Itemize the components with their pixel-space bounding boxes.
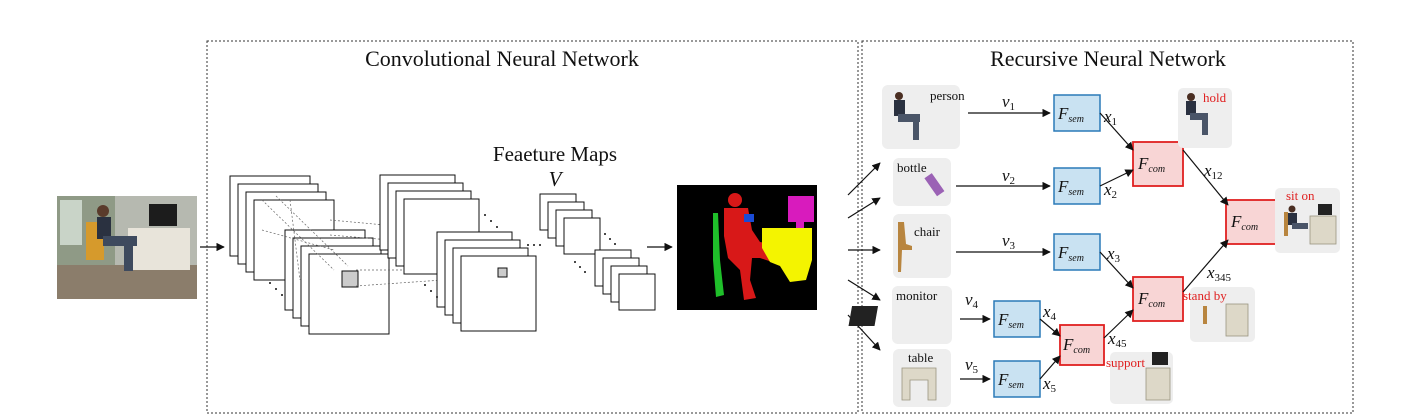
stack-3-dots xyxy=(574,233,616,273)
fsem-box-2: Fsem xyxy=(1053,167,1101,205)
svg-text:Fsem: Fsem xyxy=(1057,104,1084,125)
arrows-to-fsem xyxy=(956,108,1051,384)
relation-stand-by: stand by xyxy=(1183,287,1255,342)
svg-text:Fcom: Fcom xyxy=(1062,335,1090,356)
svg-text:Fsem: Fsem xyxy=(997,370,1024,391)
fsem-box-1: Fsem xyxy=(1053,94,1101,132)
segmentation-map xyxy=(677,185,817,310)
svg-text:Fsem: Fsem xyxy=(1057,177,1084,198)
fsem-box-5: Fsem xyxy=(993,360,1041,398)
stack-2-dots xyxy=(424,214,541,298)
fcom-box-45: Fcom xyxy=(1059,324,1105,366)
fcom-box-root: Fcom xyxy=(1225,199,1277,245)
v3-label: v3 xyxy=(1002,231,1016,252)
x4-label: x4 xyxy=(1042,302,1057,323)
object-label-chair: chair xyxy=(914,224,941,239)
svg-text:Fsem: Fsem xyxy=(997,310,1024,331)
relation-label-sit-on: sit on xyxy=(1286,188,1315,203)
x45-label: x45 xyxy=(1107,329,1127,350)
feature-maps-label: Feaeture Maps xyxy=(493,142,617,166)
svg-text:Fsem: Fsem xyxy=(1057,243,1084,264)
feature-maps-var: V xyxy=(549,167,564,191)
object-label-table: table xyxy=(908,350,933,365)
object-patch-table: table xyxy=(893,349,951,407)
stack-1-dots xyxy=(269,282,283,296)
relation-sit-on: sit on xyxy=(1275,188,1340,253)
object-patch-chair: chair xyxy=(893,214,951,278)
x345-label: x345 xyxy=(1206,263,1232,284)
object-label-monitor: monitor xyxy=(896,288,938,303)
feature-stack-3 xyxy=(539,193,656,311)
rnn-panel xyxy=(861,40,1354,414)
fsem-box-3: Fsem xyxy=(1053,233,1101,271)
svg-text:Fcom: Fcom xyxy=(1137,289,1165,310)
v1-label: v1 xyxy=(1002,92,1015,113)
x5-label: x5 xyxy=(1042,374,1057,395)
cnn-title: Convolutional Neural Network xyxy=(365,46,639,71)
relation-hold: hold xyxy=(1178,88,1232,148)
object-patch-bottle: bottle xyxy=(893,158,951,206)
object-label-person: person xyxy=(930,88,965,103)
x1-label: x1 xyxy=(1103,107,1117,128)
relation-label-hold: hold xyxy=(1203,90,1227,105)
object-label-bottle: bottle xyxy=(897,160,927,175)
object-patch-person: person xyxy=(882,85,965,149)
v5-label: v5 xyxy=(965,355,979,376)
tree-arrows xyxy=(1039,112,1229,380)
x3-label: x3 xyxy=(1106,244,1121,265)
relation-label-support: support xyxy=(1106,355,1145,370)
feature-stack-1 xyxy=(229,175,390,335)
v4-label: v4 xyxy=(965,290,979,311)
relation-label-stand-by: stand by xyxy=(1183,288,1227,303)
fcom-box-345: Fcom xyxy=(1132,276,1184,322)
input-photo xyxy=(57,196,197,299)
object-patch-monitor: monitor xyxy=(848,286,952,344)
feature-stack-2 xyxy=(379,174,537,332)
fcom-box-12: Fcom xyxy=(1132,141,1184,187)
fsem-box-4: Fsem xyxy=(993,300,1041,338)
rnn-title: Recursive Neural Network xyxy=(990,46,1226,71)
x2-label: x2 xyxy=(1103,180,1117,201)
cnn-panel xyxy=(206,40,859,414)
svg-text:Fcom: Fcom xyxy=(1137,154,1165,175)
v2-label: v2 xyxy=(1002,166,1015,187)
x12-label: x12 xyxy=(1203,161,1223,182)
svg-text:Fcom: Fcom xyxy=(1230,212,1258,233)
relation-support: support xyxy=(1106,352,1173,404)
